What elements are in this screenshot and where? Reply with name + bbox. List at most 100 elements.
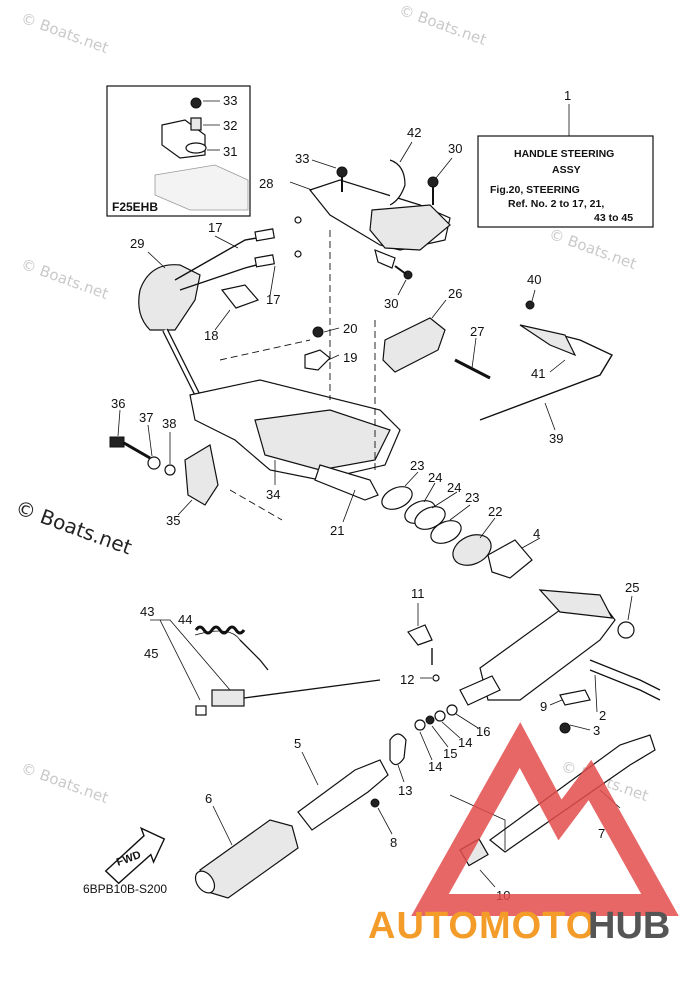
- washer-38: [164, 464, 176, 476]
- label-30a: 30: [448, 141, 462, 156]
- label-17a: 17: [208, 220, 222, 235]
- label-6: 6: [205, 791, 212, 806]
- label-11: 11: [411, 586, 425, 601]
- label-14b: 14: [458, 735, 472, 750]
- cable-clip-b: [294, 250, 302, 258]
- bushing-22: [452, 534, 492, 566]
- label-35: 35: [166, 513, 180, 528]
- knob-11: [407, 624, 433, 646]
- label-36: 36: [111, 396, 125, 411]
- label-33: 33: [295, 151, 309, 166]
- label-29: 29: [130, 236, 144, 251]
- screw-8: [370, 798, 380, 808]
- assy-fig: Fig.20, STEERING: [490, 184, 580, 196]
- label-42: 42: [407, 125, 421, 140]
- label-41: 41: [531, 366, 545, 381]
- inset-housing: [154, 164, 249, 211]
- inset-bolt-33: [190, 97, 202, 109]
- label-20: 20: [343, 321, 357, 336]
- label-21: 21: [330, 523, 344, 538]
- pin-12: [432, 674, 440, 682]
- inset-collar-32: [190, 117, 202, 131]
- automotohub-logo: AUTOMOTO HUB: [368, 722, 679, 947]
- label-7: 7: [598, 826, 605, 841]
- throttle-grip-group: 5 6 8: [194, 736, 397, 899]
- assy-box: 1 HANDLE STEERING ASSY Fig.20, STEERING …: [477, 88, 654, 228]
- label-44: 44: [178, 612, 192, 627]
- assy-ref-2: 43 to 45: [594, 212, 633, 224]
- bracket-cap: [369, 204, 451, 251]
- watermark-low-left: © Boats.net: [19, 759, 111, 807]
- assy-title: HANDLE STEERING: [514, 148, 614, 160]
- fwd-arrow-icon: [104, 826, 166, 885]
- watermark-mid-left: © Boats.net: [19, 255, 111, 303]
- clip-40: [525, 300, 535, 310]
- bracket-35: [184, 444, 219, 506]
- watermark-mid-right: © Boats.net: [547, 225, 639, 273]
- label-28: 28: [259, 176, 273, 191]
- label-26: 26: [448, 286, 462, 301]
- label-22: 22: [488, 504, 502, 519]
- clamp-19: [304, 349, 331, 371]
- figure-code: 6BPB10B-S200: [83, 882, 167, 896]
- collar-4: [487, 539, 533, 579]
- switch-43: [211, 689, 245, 707]
- ring-23a: [381, 486, 413, 510]
- bushing-25: [617, 621, 635, 639]
- label-3: 3: [593, 723, 600, 738]
- upper-bracket-group: 28 33 42 30 30: [259, 125, 462, 311]
- label-17b: 17: [266, 292, 280, 307]
- label-45: 45: [144, 646, 158, 661]
- label-40: 40: [527, 272, 541, 287]
- inset-washer-31: [185, 142, 207, 154]
- bolt-33: [336, 166, 348, 178]
- label-14a: 14: [428, 759, 442, 774]
- bolt-36-head: [109, 436, 125, 448]
- holder-18: [220, 284, 260, 309]
- inset-label: F25EHB: [112, 200, 158, 214]
- throttle-shaft-5: [297, 759, 389, 831]
- nut-15: [425, 715, 435, 725]
- label-15: 15: [443, 746, 457, 761]
- logo-text-secondary: HUB: [588, 905, 670, 947]
- bracket-34-face: [254, 409, 391, 471]
- grip-end: [194, 870, 216, 894]
- label-19: 19: [343, 350, 357, 365]
- plate-9: [559, 689, 591, 706]
- washer-16: [446, 704, 458, 716]
- cable-end-17a: [254, 228, 275, 242]
- label-4: 4: [533, 526, 540, 541]
- label-inset-32: 32: [223, 118, 237, 133]
- steering-bracket-group: 20 19 26 27 34 21: [189, 230, 491, 538]
- label-inset-31: 31: [223, 144, 237, 159]
- label-16: 16: [476, 724, 490, 739]
- cover-26: [382, 317, 446, 373]
- assy-ref-1: Ref. No. 2 to 17, 21,: [508, 198, 604, 210]
- watermark-top-left: © Boats.net: [19, 9, 111, 57]
- assy-subtitle: ASSY: [552, 164, 581, 176]
- left-fastener-group: 36 37 38 35: [109, 396, 219, 528]
- bolt-27: [454, 358, 491, 380]
- seal-group: 23 24 24 23 22 4: [381, 458, 540, 579]
- cable-end-41: [519, 324, 577, 357]
- screw-3: [559, 722, 571, 734]
- label-30b: 30: [384, 296, 398, 311]
- label-12: 12: [400, 672, 414, 687]
- handle-top: [538, 589, 614, 619]
- logo-text-primary: AUTOMOTO: [368, 905, 596, 947]
- label-38: 38: [162, 416, 176, 431]
- handle-nose: [459, 675, 501, 706]
- label-24a: 24: [428, 470, 442, 485]
- stop-switch-group: 43 44 45: [140, 604, 381, 716]
- assy-frame: [477, 135, 654, 228]
- watermark-top-right: © Boats.net: [397, 1, 489, 49]
- label-2: 2: [599, 708, 606, 723]
- label-23a: 23: [410, 458, 424, 473]
- ring-24b: [414, 506, 446, 530]
- clip: [374, 249, 396, 269]
- label-9: 9: [540, 699, 547, 714]
- label-23b: 23: [465, 490, 479, 505]
- label-27: 27: [470, 324, 484, 339]
- label-25: 25: [625, 580, 639, 595]
- label-13: 13: [398, 783, 412, 798]
